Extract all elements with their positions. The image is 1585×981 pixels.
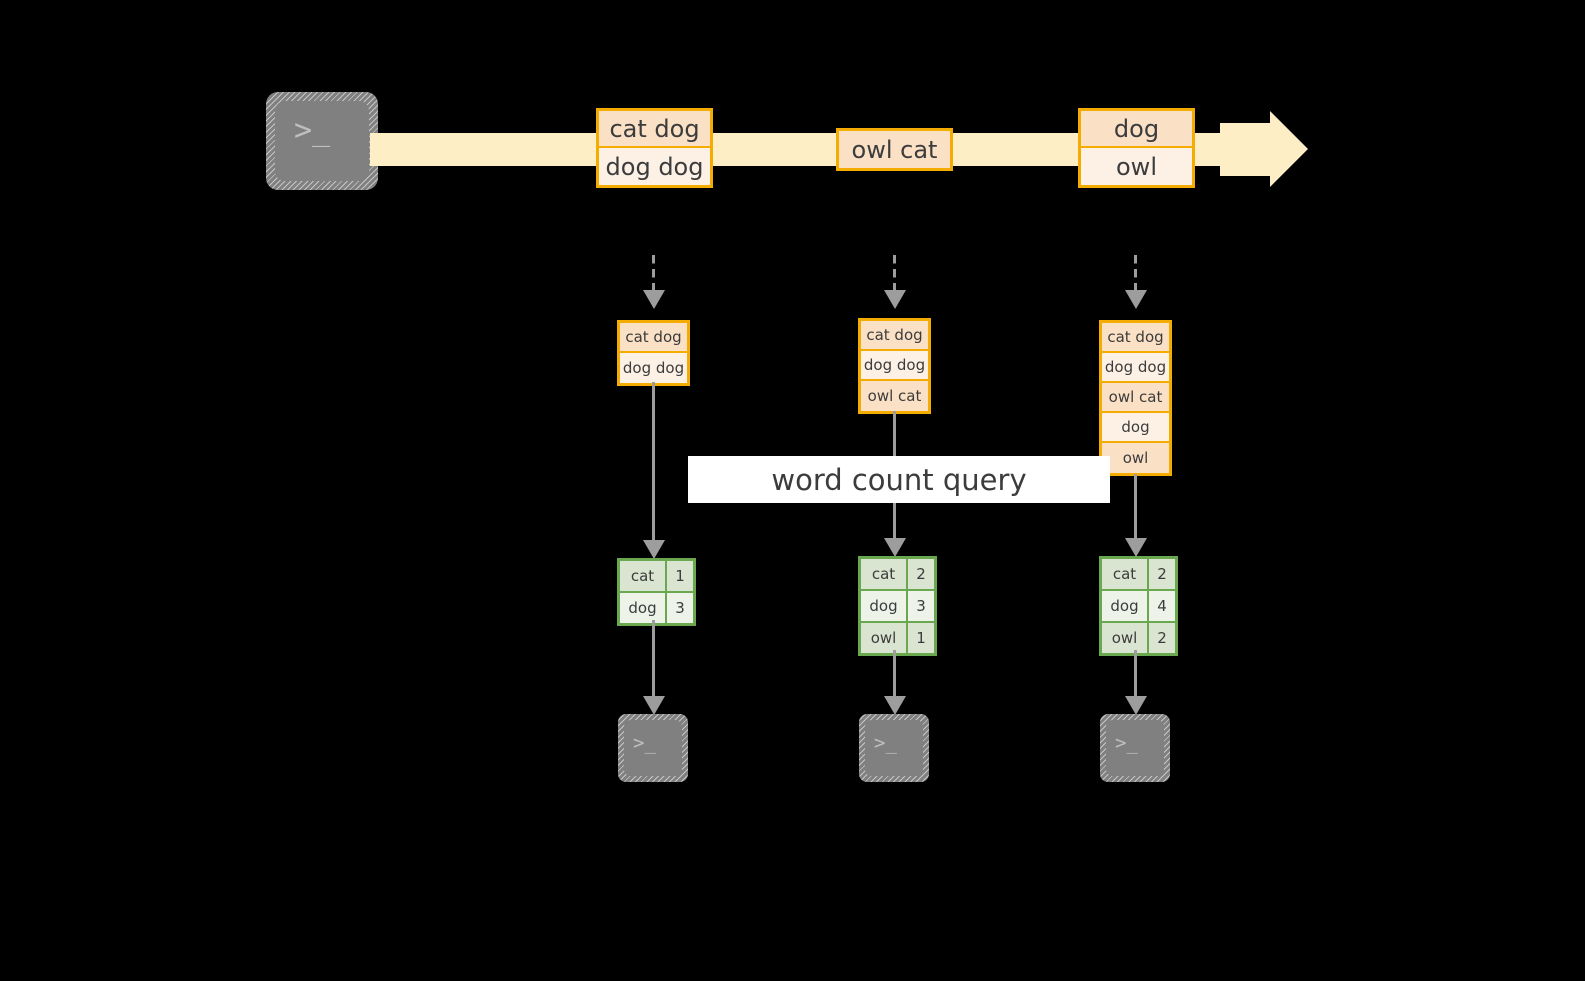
query-label-band: word count query (688, 456, 1110, 503)
snapshot-3-sink-arrowhead-icon (1125, 696, 1147, 715)
snapshot-3-sink-terminal-icon: >_ (1100, 714, 1170, 782)
result-count: 1 (908, 623, 934, 653)
snapshot-2-sink-terminal-icon: >_ (859, 714, 929, 782)
snapshot-record-line: cat dog (1102, 323, 1169, 353)
snapshot-record-line: cat dog (620, 323, 687, 353)
stream-record-line: owl cat (839, 131, 950, 168)
snapshot-2-tap-connector (893, 255, 896, 293)
snapshot-3-records: cat dog dog dog owl cat dog owl (1099, 320, 1172, 476)
terminal-screen (1106, 720, 1164, 776)
snapshot-record-line: dog dog (1102, 353, 1169, 383)
stream-record-line: owl (1081, 148, 1192, 185)
terminal-screen (275, 101, 369, 181)
snapshot-1-query-connector (652, 382, 655, 547)
snapshot-3-query-arrowhead-icon (1125, 538, 1147, 557)
terminal-prompt-glyph: >_ (294, 113, 331, 148)
stream-record-line: dog dog (599, 148, 710, 185)
snapshot-2-sink-arrowhead-icon (884, 696, 906, 715)
result-word: cat (861, 559, 908, 589)
stream-record-3: dog owl (1078, 108, 1195, 188)
snapshot-2-query-arrowhead-icon (884, 538, 906, 557)
terminal-prompt-glyph: >_ (633, 732, 656, 754)
result-count: 3 (908, 591, 934, 621)
terminal-screen (624, 720, 682, 776)
snapshot-record-line: owl cat (1102, 383, 1169, 413)
snapshot-2-sink-connector (893, 650, 896, 702)
snapshot-1-tap-arrowhead-icon (643, 290, 665, 309)
result-word: dog (620, 593, 667, 623)
stream-record-line: cat dog (599, 111, 710, 148)
table-row: owl 2 (1102, 623, 1175, 653)
snapshot-1-sink-arrowhead-icon (643, 696, 665, 715)
snapshot-1-sink-terminal-icon: >_ (618, 714, 688, 782)
snapshot-3-tap-connector (1134, 255, 1137, 293)
stream-record-line: dog (1081, 111, 1192, 148)
stream-arrow-head-icon (1270, 111, 1308, 187)
snapshot-1-tap-connector (652, 255, 655, 293)
snapshot-record-line: dog (1102, 413, 1169, 443)
stream-record-2: owl cat (836, 128, 953, 171)
snapshot-3-sink-connector (1134, 650, 1137, 702)
terminal-prompt-glyph: >_ (1115, 732, 1138, 754)
source-terminal-icon: >_ (266, 92, 378, 190)
result-count: 4 (1149, 591, 1175, 621)
snapshot-record-line: cat dog (861, 321, 928, 351)
table-row: dog 3 (620, 593, 693, 623)
table-row: cat 2 (861, 559, 934, 591)
snapshot-record-line: dog dog (620, 353, 687, 383)
snapshot-2-records: cat dog dog dog owl cat (858, 318, 931, 414)
result-word: cat (620, 561, 667, 591)
snapshot-record-line: owl cat (861, 381, 928, 411)
result-count: 3 (667, 593, 693, 623)
terminal-screen (865, 720, 923, 776)
result-word: dog (1102, 591, 1149, 621)
snapshot-3-tap-arrowhead-icon (1125, 290, 1147, 309)
snapshot-3-result-table: cat 2 dog 4 owl 2 (1099, 556, 1178, 656)
result-count: 2 (908, 559, 934, 589)
snapshot-1-result-table: cat 1 dog 3 (617, 558, 696, 626)
snapshot-3-query-connector (1134, 474, 1137, 545)
result-count: 2 (1149, 559, 1175, 589)
result-word: cat (1102, 559, 1149, 589)
query-label: word count query (771, 462, 1027, 497)
table-row: dog 3 (861, 591, 934, 623)
terminal-prompt-glyph: >_ (874, 732, 897, 754)
result-count: 1 (667, 561, 693, 591)
result-count: 2 (1149, 623, 1175, 653)
snapshot-2-result-table: cat 2 dog 3 owl 1 (858, 556, 937, 656)
table-row: dog 4 (1102, 591, 1175, 623)
snapshot-1-sink-connector (652, 620, 655, 702)
result-word: dog (861, 591, 908, 621)
result-word: owl (1102, 623, 1149, 653)
snapshot-record-line: owl (1102, 443, 1169, 473)
result-word: owl (861, 623, 908, 653)
table-row: owl 1 (861, 623, 934, 653)
snapshot-record-line: dog dog (861, 351, 928, 381)
snapshot-2-tap-arrowhead-icon (884, 290, 906, 309)
snapshot-1-records: cat dog dog dog (617, 320, 690, 386)
snapshot-1-query-arrowhead-icon (643, 540, 665, 559)
table-row: cat 1 (620, 561, 693, 593)
table-row: cat 2 (1102, 559, 1175, 591)
stream-record-1: cat dog dog dog (596, 108, 713, 188)
